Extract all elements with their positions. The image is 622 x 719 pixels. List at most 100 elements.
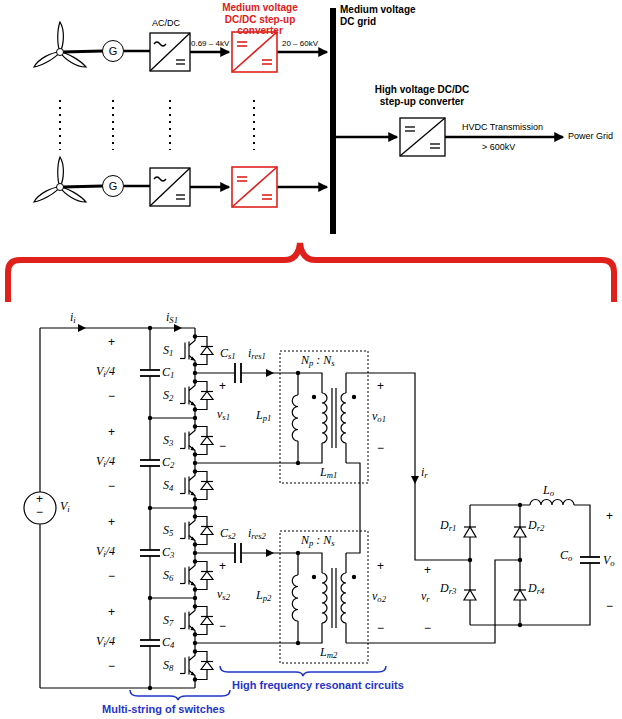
subscript: 1 [169,348,173,358]
annotation: > 600kV [482,142,515,152]
current-arrow [174,324,182,332]
polarity-sign: + [424,564,431,578]
diode-symbol [201,662,213,670]
subscript: i [103,459,105,469]
subscript: p [309,358,313,368]
wire [469,505,470,625]
wire [149,466,150,508]
symbol-label: S6 [163,569,173,583]
polarity-sign: + [606,510,613,524]
wire [470,563,590,625]
subscript: o [610,558,614,568]
wire [345,443,346,463]
subscript: m2 [327,650,338,660]
wire [241,373,322,393]
generator-circle: G [102,175,124,197]
subscript: o [568,553,572,563]
igbt-arrow [191,357,196,361]
subscript: r1 [449,523,457,533]
inductor-lp [292,395,298,441]
polarity-sign: − [108,660,115,674]
igbt-arrow [191,447,196,451]
generator-label: G [109,45,118,57]
continuation-dots [60,100,254,150]
symbol-label: Lm1 [320,466,337,480]
annotation: Power Grid [568,131,613,141]
igbt-arrow [191,492,196,496]
junction-dot [193,379,197,383]
symbol-label: Vi/4 [96,455,115,469]
junction-dot [193,334,197,338]
wire [195,372,235,373]
wire [297,441,298,463]
wind-turbine [32,157,103,205]
polarity-sign: − [377,622,384,636]
ac-dc-converter [124,33,190,206]
gate-lead [180,673,185,674]
junction-dot [518,623,522,627]
junction-dot [193,424,197,428]
capacitor-plate [234,543,236,563]
igbt-channel [188,342,189,360]
symbol-label: Np : Ns [301,354,335,368]
junction-dot [148,506,152,510]
wire [345,373,346,393]
gate-lead [180,448,185,449]
diode-bar [201,616,213,617]
subscript: p1 [263,413,272,423]
symbol-label: Np : Ns [301,534,335,548]
output-inductor [530,500,574,506]
polarity-dot [352,575,356,579]
wire [149,328,150,370]
dc-bus [330,8,336,234]
igbt-gate [184,523,185,539]
diode-bar [201,481,213,482]
diode-bar [201,391,213,392]
subscript: i [73,315,75,325]
symbol-label: Lp1 [256,409,271,423]
subscript: 6 [169,573,173,583]
gate-lead [180,358,185,359]
diode-symbol [201,572,213,580]
gate-lead [180,583,185,584]
symbol-label: vo2 [372,590,386,604]
symbol-label: S7 [163,614,173,628]
subscript: 4 [170,640,174,650]
junction-dot [193,677,197,681]
block-label: Medium voltage DC grid [340,4,420,27]
symbol-label: ires2 [248,527,266,541]
subscript: 8 [169,663,173,673]
wind-turbine [32,22,103,70]
igbt-channel [188,432,189,450]
wire [297,621,298,643]
igbt-channel [188,612,189,630]
igbt-arrow [191,402,196,406]
gate-lead [180,403,185,404]
capacitor-plate [234,363,236,383]
current-arrow [78,324,86,332]
junction-dot [193,452,197,456]
capacitor-plate [140,549,160,551]
polarity-sign: + [108,336,115,350]
subscript: o [550,488,554,498]
igbt-channel [188,657,189,675]
generator-label: G [109,180,118,192]
wire [150,507,195,508]
symbol-label: ii [70,311,76,325]
polarity-sign: + [36,493,43,507]
subscript: i [67,504,69,514]
subscript: s [331,358,334,368]
wire [297,553,298,575]
polarity-sign: + [377,380,384,394]
subscript: s2 [222,592,230,602]
polarity-sign: − [606,600,613,614]
wire [149,646,150,688]
junction-dot [193,587,197,591]
diode-symbol [514,527,526,537]
subscript: r3 [449,586,457,596]
symbol-label: Lp2 [256,589,271,603]
wire [195,552,235,553]
subscript: 5 [169,528,173,538]
polarity-dot [352,395,356,399]
wire [345,553,346,573]
